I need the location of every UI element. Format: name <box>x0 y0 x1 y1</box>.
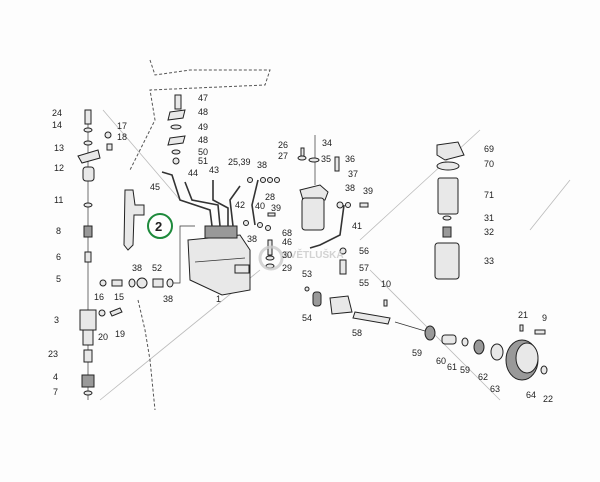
part-label: 59 <box>412 348 422 358</box>
part-label: 55 <box>359 278 369 288</box>
part-label: 36 <box>345 154 355 164</box>
part-label: 54 <box>302 313 312 323</box>
part-label: 19 <box>115 329 125 339</box>
part-label: 45 <box>150 182 160 192</box>
part-label: 34 <box>322 138 332 148</box>
part-label: 41 <box>352 221 362 231</box>
part-label: 38 <box>345 183 355 193</box>
part-label: 24 <box>52 108 62 118</box>
part-label: 47 <box>198 93 208 103</box>
valve-stack <box>167 94 186 165</box>
part-label: 23 <box>48 349 58 359</box>
injection-pipes <box>161 171 241 227</box>
part-label: 44 <box>188 168 198 178</box>
part-label: 53 <box>302 269 312 279</box>
part-label: 61 <box>447 362 457 372</box>
part-label: 5 <box>56 274 61 284</box>
part-label: 3 <box>54 315 59 325</box>
part-label: 63 <box>490 384 500 394</box>
part-label: 33 <box>484 256 494 266</box>
part-label: 27 <box>278 151 288 161</box>
part-label: 12 <box>54 163 64 173</box>
feed-pump <box>304 247 391 325</box>
part-label: 8 <box>56 226 61 236</box>
part-label: 21 <box>518 310 528 320</box>
part-label: 60 <box>436 356 446 366</box>
part-label: 52 <box>152 263 162 273</box>
part-label: 38 <box>247 234 257 244</box>
part-label: 22 <box>543 394 553 404</box>
bolt-assembly <box>265 239 275 269</box>
part-label: 59 <box>460 365 470 375</box>
part-label: 42 <box>235 200 245 210</box>
part-label: 68 <box>282 228 292 238</box>
part-label: 64 <box>526 390 536 400</box>
overflow-pipe <box>251 179 259 226</box>
injector-nozzle <box>123 189 145 251</box>
part-label: 18 <box>117 132 127 142</box>
gear-train <box>394 321 548 381</box>
part-label: 7 <box>53 387 58 397</box>
part-label: 38 <box>257 160 267 170</box>
part-label: 28 <box>265 192 275 202</box>
part-label: 17 <box>117 121 127 131</box>
highlight-ring <box>147 213 173 239</box>
oil-filter <box>434 141 465 280</box>
injector-stack <box>77 109 123 400</box>
part-label: 31 <box>484 213 494 223</box>
highlight-label: 2 <box>155 219 162 234</box>
part-label: 56 <box>359 246 369 256</box>
part-label: 38 <box>163 294 173 304</box>
part-label: 48 <box>198 135 208 145</box>
washers <box>243 177 280 231</box>
injection-pump <box>187 225 251 296</box>
part-label: 49 <box>198 122 208 132</box>
part-label: 35 <box>321 154 331 164</box>
part-label: 62 <box>478 372 488 382</box>
part-label: 6 <box>56 252 61 262</box>
fittings <box>99 225 195 289</box>
part-label: 29 <box>282 263 292 273</box>
part-label: 70 <box>484 159 494 169</box>
watermark-logo: SVĚTLUŠKA <box>258 245 344 271</box>
part-label: 51 <box>198 156 208 166</box>
part-label: 25,39 <box>228 157 251 167</box>
part-label: 15 <box>114 292 124 302</box>
part-label: 13 <box>54 143 64 153</box>
part-label: 71 <box>484 190 494 200</box>
part-label: 57 <box>359 263 369 273</box>
part-label: 50 <box>198 147 208 157</box>
part-label: 48 <box>198 107 208 117</box>
part-label: 4 <box>53 372 58 382</box>
part-label: 38 <box>132 263 142 273</box>
part-label: 20 <box>98 332 108 342</box>
part-label: 39 <box>363 186 373 196</box>
part-label: 9 <box>542 313 547 323</box>
part-label: 16 <box>94 292 104 302</box>
part-label: 10 <box>381 279 391 289</box>
part-label: 37 <box>348 169 358 179</box>
part-label: 46 <box>282 237 292 247</box>
part-label: 58 <box>352 328 362 338</box>
part-label: 39 <box>271 203 281 213</box>
part-label: 43 <box>209 165 219 175</box>
fuel-leak-line <box>137 299 156 411</box>
part-label: 30 <box>282 250 292 260</box>
part-label: 40 <box>255 201 265 211</box>
part-label: 69 <box>484 144 494 154</box>
part-label: 14 <box>52 120 62 130</box>
part-label: 11 <box>54 195 63 205</box>
part-label: 32 <box>484 227 494 237</box>
fuel-return-line <box>129 59 271 171</box>
part-label: 26 <box>278 140 288 150</box>
part-label: 1 <box>216 294 221 304</box>
fuel-filter <box>297 135 369 249</box>
part-labels: 24 14 17 18 13 12 11 8 6 5 16 15 38 52 3… <box>48 93 553 404</box>
svg-text:SVĚTLUŠKA: SVĚTLUŠKA <box>283 248 344 261</box>
